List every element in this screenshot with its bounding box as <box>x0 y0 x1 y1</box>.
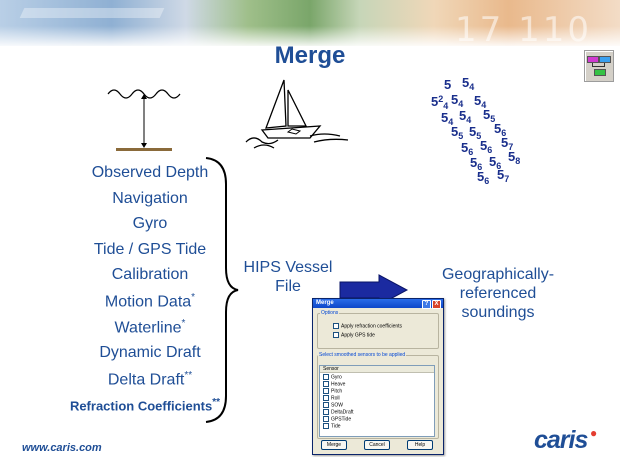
sensor-label: Delta Draft** <box>107 370 193 389</box>
cancel-button[interactable]: Cancel <box>364 440 390 450</box>
sensor-row[interactable]: Heave <box>323 381 345 387</box>
sounding-value: 54 <box>459 108 472 125</box>
sensor-row-label: Pitch <box>331 388 343 395</box>
footer-url[interactable]: www.caris.com <box>22 442 102 454</box>
depth-measurement-icon <box>107 89 181 151</box>
sounding-value: 55 <box>469 124 482 141</box>
sensor-checkbox[interactable] <box>323 388 329 394</box>
toolbar-icon-block-blue <box>599 56 611 63</box>
gps-tide-checkbox[interactable] <box>333 332 339 338</box>
sailboat-icon <box>245 79 349 149</box>
toolbar-icon-line <box>592 63 593 67</box>
sounding-value: 55 <box>451 124 464 141</box>
sounding-value: 54 <box>462 75 475 92</box>
sounding-value: 56 <box>489 154 502 171</box>
sensor-checkbox[interactable] <box>323 402 329 408</box>
sensor-checkbox[interactable] <box>323 381 329 387</box>
result-line3: soundings <box>461 304 535 321</box>
sounding-value: 56 <box>477 169 490 186</box>
sounding-value: 58 <box>508 149 521 166</box>
options-group <box>317 313 439 349</box>
toolbar-icon-block-magenta <box>587 56 599 63</box>
help-icon[interactable]: ? <box>422 300 431 309</box>
logo-text: caris <box>534 426 588 454</box>
sounding-value: 524 <box>431 94 449 111</box>
gps-tide-checkbox-label: Apply GPS tide <box>341 332 375 339</box>
sensor-label: Refraction Coefficients** <box>69 397 221 414</box>
sensor-column-header-label: Sensor <box>323 366 339 372</box>
hips-label-line2: File <box>275 278 301 295</box>
toolbar-icon-block-green <box>594 69 606 76</box>
sounding-value: 57 <box>497 167 510 184</box>
logo-dot: ● <box>590 426 597 440</box>
sensor-label: Dynamic Draft <box>99 344 201 361</box>
sounding-value: 5 <box>444 77 452 92</box>
banner-glare <box>19 8 165 18</box>
sensor-checkbox[interactable] <box>323 423 329 429</box>
sounding-value: 56 <box>461 140 474 157</box>
dialog-title: Merge <box>316 300 334 306</box>
option-refraction-row[interactable]: Apply refraction coefficients <box>333 323 402 329</box>
sensor-row[interactable]: SOW <box>323 402 343 408</box>
sensor-checkbox[interactable] <box>323 416 329 422</box>
sounding-value: 57 <box>501 135 514 152</box>
sensor-label: Tide / GPS Tide <box>93 241 207 258</box>
sensors-group-label: Select smoothed sensors to be applied <box>318 352 407 358</box>
sounding-value: 54 <box>474 93 487 110</box>
hips-vessel-file-label: HIPS Vessel File <box>238 258 338 296</box>
right-brace-icon <box>205 157 239 423</box>
refraction-checkbox[interactable] <box>333 323 339 329</box>
sensor-row-label: GPSTide <box>331 416 352 423</box>
sensor-row[interactable]: GPSTide <box>323 416 351 422</box>
sensor-row-label: Heave <box>331 381 346 388</box>
toolbar-icon-line <box>604 63 605 67</box>
sounding-value: 56 <box>494 121 507 138</box>
result-line2: referenced <box>459 285 537 302</box>
sensor-checkbox[interactable] <box>323 395 329 401</box>
sensor-row-label: Tide <box>331 423 341 430</box>
sounding-value: 54 <box>441 110 454 127</box>
hips-label-line1: HIPS Vessel <box>243 259 333 276</box>
sounding-value: 56 <box>480 138 493 155</box>
sensor-label: Gyro <box>132 215 168 232</box>
banner-numerals: 17 110 <box>455 10 592 46</box>
sounding-value: 56 <box>470 155 483 172</box>
refraction-checkbox-label: Apply refraction coefficients <box>341 323 403 330</box>
sensor-row-label: Roll <box>331 395 340 402</box>
sensor-row[interactable]: DeltaDraft <box>323 409 354 415</box>
sounding-value: 54 <box>451 92 464 109</box>
sensor-label: Observed Depth <box>91 164 209 181</box>
sensor-label: Calibration <box>111 266 189 283</box>
close-icon[interactable]: X <box>432 300 441 309</box>
banner-fade <box>0 26 620 46</box>
sensor-column-header[interactable]: Sensor <box>320 366 434 373</box>
sensor-label: Waterline* <box>114 318 186 337</box>
sounding-value: 55 <box>483 107 496 124</box>
merge-dialog: Merge ? X Options Apply refraction coeff… <box>312 298 444 455</box>
slide-title: Merge <box>274 42 346 69</box>
toolbar-icon-line <box>592 66 605 67</box>
caris-logo: caris● <box>534 426 597 455</box>
help-button[interactable]: Help <box>407 440 433 450</box>
merge-button[interactable]: Merge <box>321 440 347 450</box>
dialog-title-bar[interactable]: Merge ? X <box>313 299 443 309</box>
sensor-row[interactable]: Tide <box>323 423 341 429</box>
merge-toolbar-icon[interactable] <box>584 50 614 82</box>
header-banner: 17 110 <box>0 0 620 46</box>
sensor-checkbox[interactable] <box>323 409 329 415</box>
sensor-row[interactable]: Roll <box>323 395 340 401</box>
sensor-checkbox[interactable] <box>323 374 329 380</box>
sensor-row-label: SOW <box>331 402 343 409</box>
sensor-row-label: DeltaDraft <box>331 409 354 416</box>
sensor-row[interactable]: Pitch <box>323 388 342 394</box>
georeferenced-soundings-label: Geographically- referenced soundings <box>423 265 573 322</box>
sensor-row[interactable]: Gyro <box>323 374 342 380</box>
options-group-label: Options <box>320 310 340 316</box>
option-gps-tide-row[interactable]: Apply GPS tide <box>333 332 375 338</box>
sensor-row-label: Gyro <box>331 374 342 381</box>
result-line1: Geographically- <box>441 266 555 283</box>
sensor-label: Navigation <box>112 190 188 207</box>
sensor-label: Motion Data* <box>104 292 196 311</box>
